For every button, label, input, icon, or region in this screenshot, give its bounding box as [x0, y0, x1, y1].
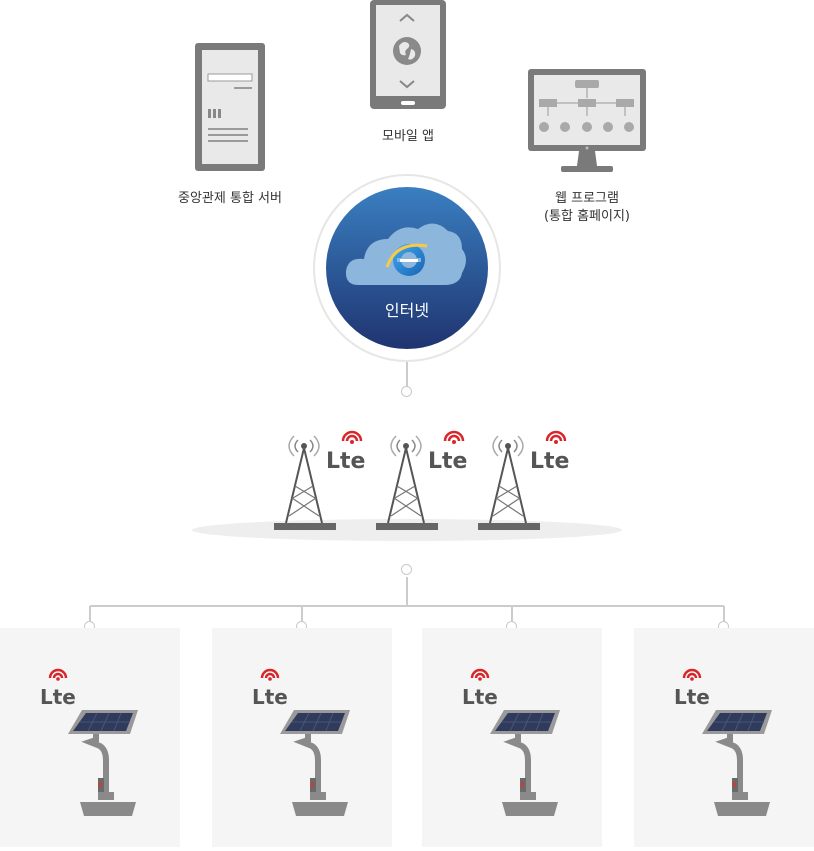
server-icon [194, 42, 266, 172]
mobile-phone-icon [369, 0, 447, 110]
lte-tower-3: Lte [476, 426, 576, 536]
device-card-1: Lte [0, 628, 180, 847]
solar-panel-pole-icon: Lte [462, 668, 560, 816]
solar-panel-pole-icon: Lte [674, 668, 772, 816]
internet-label: 인터넷 [384, 301, 430, 320]
server-label: 중앙관제 통합 서버 [178, 191, 282, 206]
lte-logo: Lte [428, 449, 467, 474]
lte-tower-1: Lte [272, 426, 372, 536]
internet-globe [312, 173, 502, 363]
lte-logo: Lte [252, 685, 288, 709]
device-card-3: Lte [422, 628, 602, 847]
solar-panel-pole-icon: Lte [252, 668, 350, 816]
device-card-4: Lte [634, 628, 814, 847]
connector-node [401, 386, 412, 397]
device-card-2: Lte [212, 628, 392, 847]
lte-logo: Lte [326, 449, 365, 474]
connector-node [401, 564, 412, 575]
lte-logo: Lte [40, 685, 76, 709]
lte-logo: Lte [462, 685, 498, 709]
lte-tower-2: Lte [374, 426, 474, 536]
web-label-line1: 웹 프로그램 [555, 191, 619, 206]
monitor-icon [527, 68, 647, 174]
lte-logo: Lte [674, 685, 710, 709]
lte-logo: Lte [530, 449, 569, 474]
web-label-line2: (통합 홈페이지) [543, 209, 631, 224]
solar-panel-pole-icon: Lte [40, 668, 138, 816]
mobile-label: 모바일 앱 [382, 129, 434, 144]
ie-cloud-icon [345, 223, 466, 285]
